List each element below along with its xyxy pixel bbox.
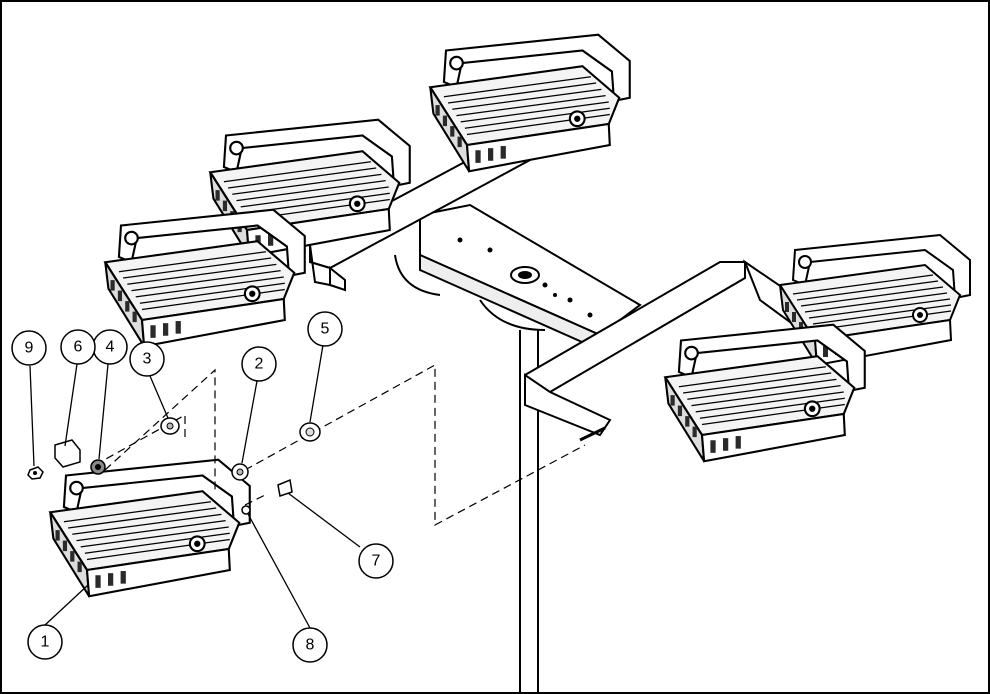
assembly-guide-lines bbox=[94, 363, 586, 526]
callout-8-label: 8 bbox=[306, 637, 315, 654]
fixture-lower-right bbox=[664, 323, 866, 463]
callout-4-label: 4 bbox=[106, 339, 115, 356]
callout-7: 7 bbox=[358, 543, 394, 579]
fixture-exploded bbox=[49, 458, 251, 598]
callout-8: 8 bbox=[292, 627, 328, 663]
callout-4: 4 bbox=[92, 329, 128, 365]
callout-6: 6 bbox=[60, 329, 96, 365]
callout-1: 1 bbox=[27, 624, 63, 660]
callout-7-label: 7 bbox=[372, 553, 381, 570]
callout-9: 9 bbox=[11, 330, 47, 366]
callout-2-label: 2 bbox=[255, 356, 264, 373]
fixture-left bbox=[104, 208, 306, 348]
hardware-parts bbox=[27, 417, 321, 515]
fixture-top-center bbox=[429, 33, 631, 173]
fixture-right bbox=[779, 234, 971, 366]
callout-9-label: 9 bbox=[25, 340, 34, 357]
callout-3-label: 3 bbox=[143, 351, 152, 368]
callout-2: 2 bbox=[241, 346, 277, 382]
leader-lines bbox=[29, 344, 361, 629]
callout-6-label: 6 bbox=[74, 339, 83, 356]
callout-5: 5 bbox=[307, 311, 343, 347]
central-mount-plate bbox=[394, 203, 642, 352]
callout-1-label: 1 bbox=[41, 634, 50, 651]
callout-3: 3 bbox=[129, 341, 165, 377]
callout-5-label: 5 bbox=[321, 321, 330, 338]
